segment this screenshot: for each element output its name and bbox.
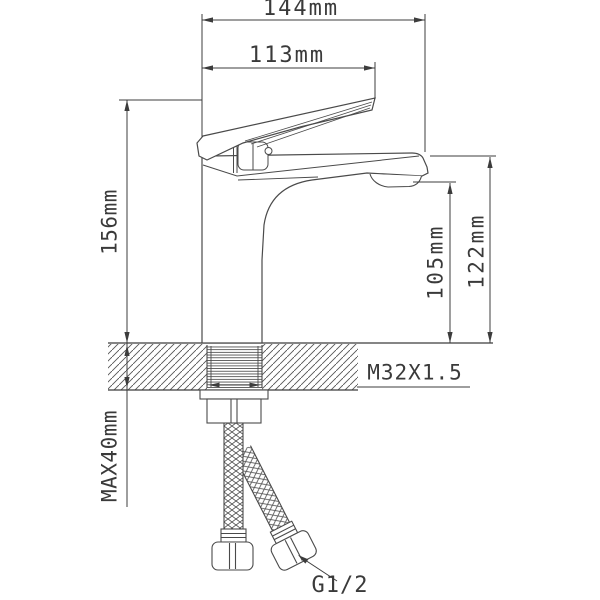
- spout-joint-line: [202, 155, 420, 177]
- dim-handle-width: [202, 62, 376, 99]
- mounting-nut: [206, 398, 262, 424]
- threaded-shank: [206, 345, 263, 388]
- vertical-hose-hex-nut: [211, 541, 254, 571]
- counter-hatch-left: [108, 344, 207, 390]
- dim-body-height-label: 122mm: [464, 213, 489, 289]
- hose-thread-leader: [298, 555, 338, 582]
- dimension-lines: [119, 14, 496, 582]
- handle-lever-shading: [244, 101, 373, 148]
- dim-spout-height-label: 105mm: [423, 224, 448, 300]
- dim-total-width-label: 144mm: [262, 0, 340, 21]
- dim-spout-height: [413, 181, 456, 343]
- handle-lever: [196, 97, 376, 161]
- thread-diameter-arrow: [208, 382, 261, 388]
- dim-body-height: [430, 155, 496, 343]
- countertop-section: [108, 342, 493, 391]
- dim-handle-width-label: 113mm: [248, 43, 326, 68]
- dim-total-height-label: 156mm: [97, 189, 122, 255]
- base-flange: [199, 389, 269, 400]
- hose-thread-label: G1/2: [311, 573, 369, 598]
- vertical-supply-hose: [211, 423, 254, 571]
- dim-total-height: [119, 99, 202, 343]
- cartridge-housing: [233, 141, 273, 173]
- max-deck-thickness-label: MAX40mm: [97, 409, 122, 503]
- dim-total-width: [201, 14, 426, 152]
- vertical-hose-collar: [220, 528, 247, 543]
- mounting-hardware: [199, 389, 269, 424]
- counter-hatch-right: [262, 344, 358, 390]
- dim-deck-thickness: [124, 343, 130, 507]
- faucet-body: [196, 97, 429, 344]
- aerator: [369, 173, 423, 188]
- spout-inner-line: [237, 176, 319, 181]
- mounting-thread-label: M32X1.5: [367, 360, 463, 385]
